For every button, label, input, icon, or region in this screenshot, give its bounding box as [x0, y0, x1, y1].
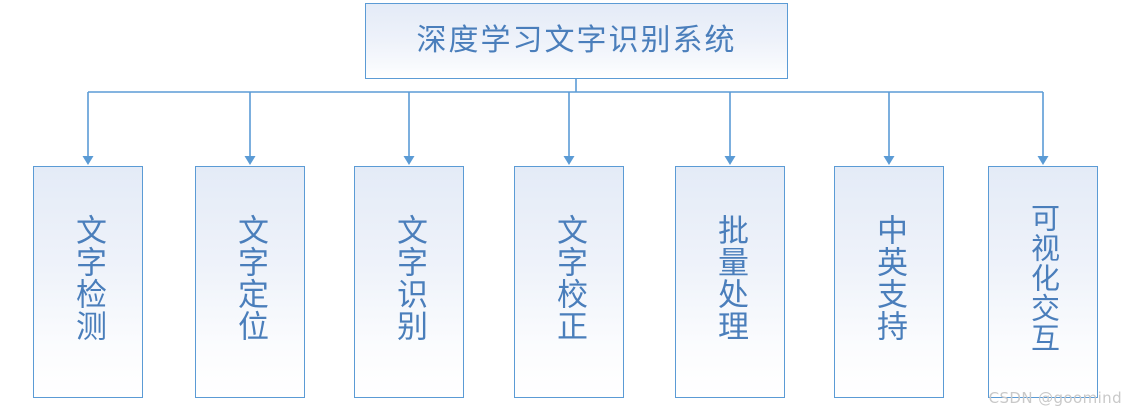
child-node-text-detection[interactable]: 文字检测: [33, 166, 143, 398]
connector-lines: [87, 79, 1044, 156]
child-node-chinese-english-support[interactable]: 中英支持: [834, 166, 944, 398]
watermark-text: CSDN @goomind: [988, 389, 1122, 407]
child-node-label: 批量处理: [712, 214, 748, 342]
child-node-visual-interaction[interactable]: 可视化交互: [988, 166, 1098, 398]
connector-arrowheads: [82, 156, 1049, 165]
child-node-text-localization[interactable]: 文字定位: [195, 166, 305, 398]
child-node-label: 文字定位: [232, 214, 268, 342]
child-node-label: 文字校正: [551, 214, 587, 342]
child-node-batch-processing[interactable]: 批量处理: [675, 166, 785, 398]
child-node-text-recognition[interactable]: 文字识别: [354, 166, 464, 398]
child-node-label: 文字检测: [70, 214, 106, 342]
root-node-deep-learning-ocr-system[interactable]: 深度学习文字识别系统: [365, 3, 788, 79]
child-node-label: 文字识别: [391, 214, 427, 342]
root-node-label: 深度学习文字识别系统: [416, 23, 737, 58]
child-node-text-correction[interactable]: 文字校正: [514, 166, 624, 398]
child-node-label: 可视化交互: [1026, 203, 1061, 353]
child-node-label: 中英支持: [871, 214, 907, 342]
